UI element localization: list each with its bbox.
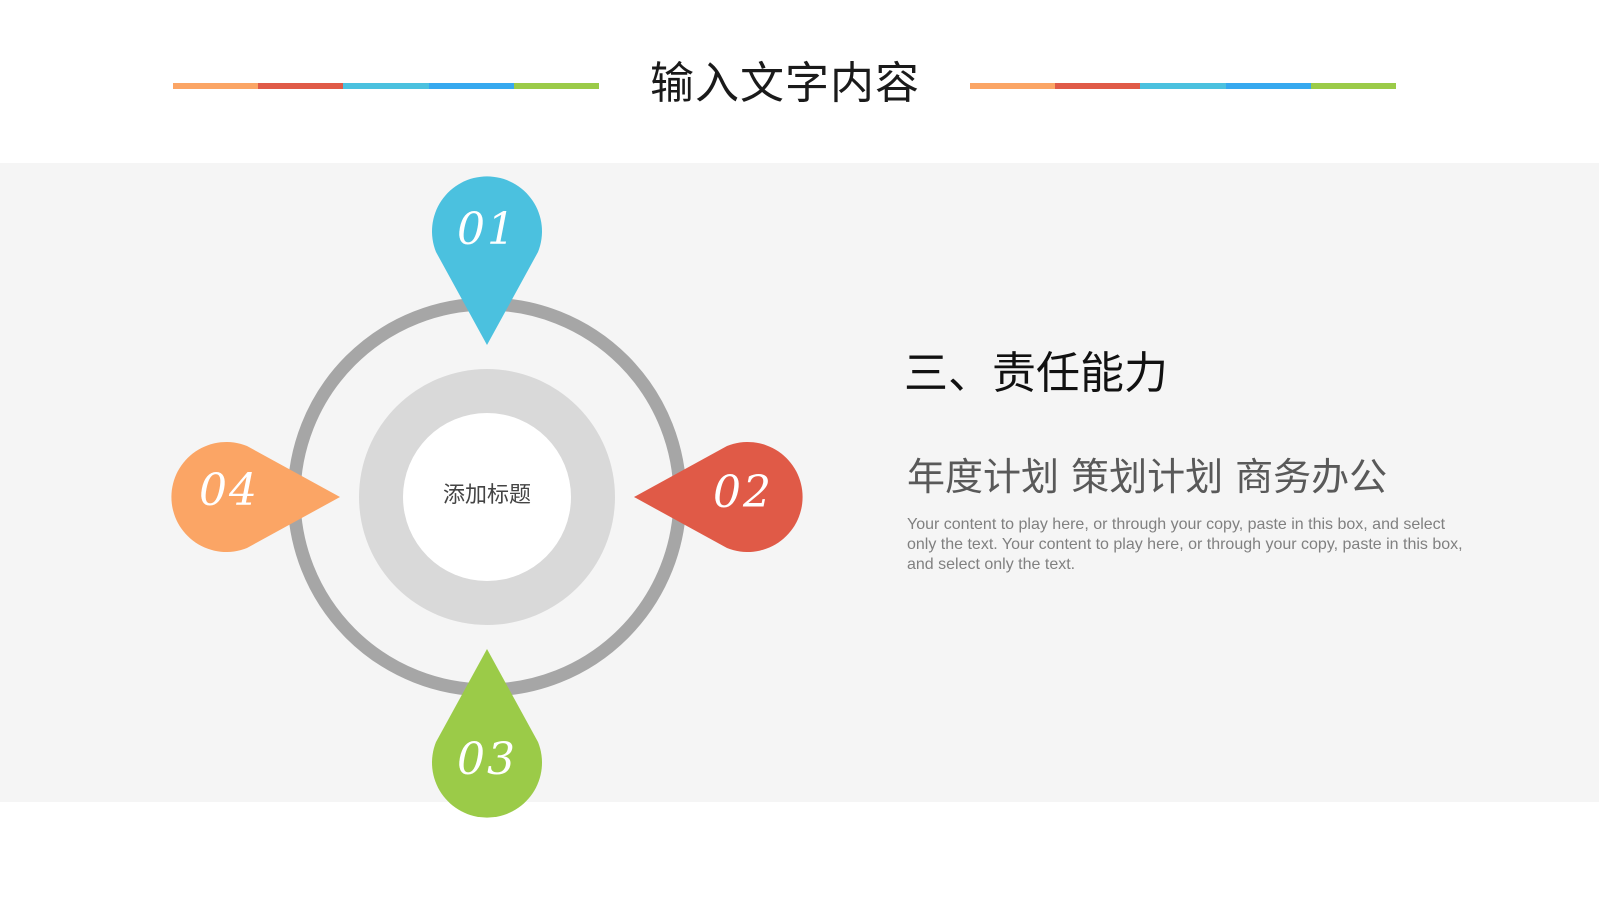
- stripe-segment-blue: [428, 83, 514, 89]
- center-circle: [403, 413, 571, 581]
- section-body-text: Your content to play here, or through yo…: [907, 516, 1463, 573]
- right-color-stripe: [970, 83, 1397, 89]
- section-heading: 三、责任能力: [904, 348, 1168, 399]
- left-color-stripe: [173, 83, 600, 89]
- stripe-segment-blue: [1225, 83, 1311, 89]
- stripe-segment-cyan: [1140, 83, 1226, 89]
- pin-03-shape[interactable]: [431, 649, 542, 818]
- pin-04-shape[interactable]: [171, 441, 340, 552]
- stripe-segment-red: [1055, 83, 1141, 89]
- pin-02-shape[interactable]: [634, 442, 803, 552]
- stripe-segment-cyan: [343, 83, 429, 89]
- stripe-segment-red: [258, 83, 344, 89]
- section-subheading: 年度计划 策划计划 商务办公: [907, 455, 1388, 499]
- slide-title: 输入文字内容: [650, 58, 920, 109]
- pin-03-number: 03: [457, 734, 517, 785]
- pin-04-number: 04: [199, 465, 259, 516]
- stripe-segment-green: [513, 83, 600, 89]
- stripe-segment-orange: [173, 83, 259, 89]
- center-label: 添加标题: [442, 483, 531, 508]
- pin-01-shape[interactable]: [432, 176, 542, 345]
- pin-02-number: 02: [713, 467, 773, 518]
- stripe-segment-orange: [970, 83, 1056, 89]
- pin-01-number: 01: [457, 204, 517, 255]
- stripe-segment-green: [1310, 83, 1397, 89]
